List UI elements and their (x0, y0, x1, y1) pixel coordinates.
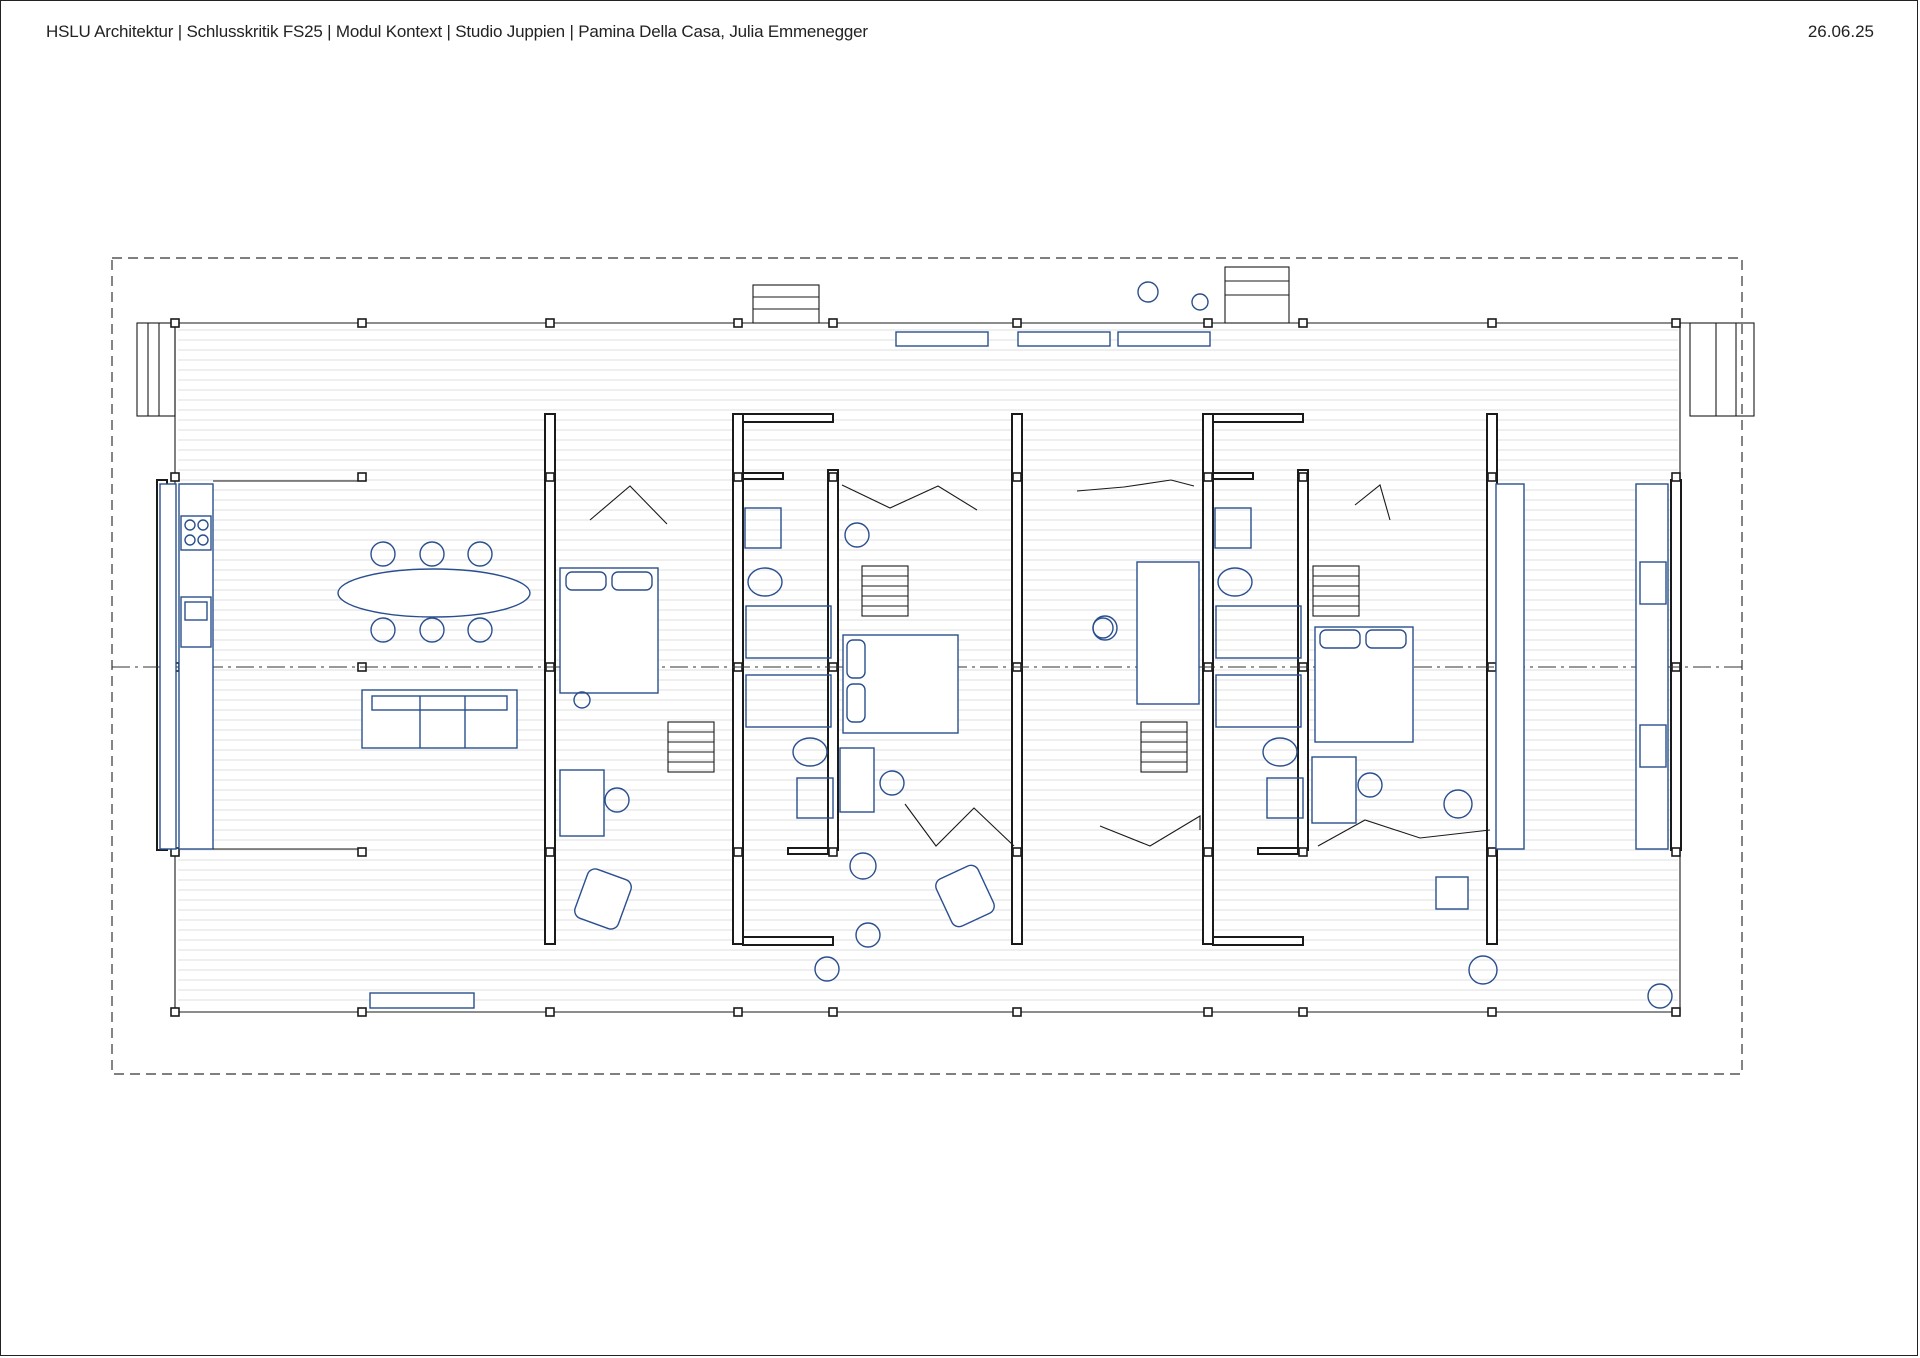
column (357, 1007, 367, 1017)
column (1298, 472, 1308, 482)
planter-1 (895, 331, 989, 347)
column (733, 1007, 743, 1017)
column (357, 472, 367, 482)
stair-3 (1140, 721, 1188, 773)
column (1203, 847, 1213, 857)
column (1012, 1007, 1022, 1017)
column (357, 318, 367, 328)
column (1203, 1007, 1213, 1017)
side-table (1435, 876, 1469, 910)
column (1203, 472, 1213, 482)
dining-table (337, 541, 531, 643)
bed-2 (842, 634, 959, 734)
column (1012, 472, 1022, 482)
column (357, 847, 367, 857)
column (1298, 847, 1308, 857)
desk-2 (839, 747, 905, 813)
column (828, 318, 838, 328)
column (170, 318, 180, 328)
bed-1 (559, 567, 659, 694)
column (1671, 472, 1681, 482)
west-entry-steps (136, 322, 176, 417)
column (1671, 847, 1681, 857)
column (1012, 847, 1022, 857)
column (733, 318, 743, 328)
column (733, 472, 743, 482)
stair-4 (1312, 565, 1360, 617)
north-entry-steps-right (1224, 266, 1290, 324)
stair-1 (667, 721, 715, 773)
sheet-title: HSLU Architektur | Schlusskritik FS25 | … (46, 22, 868, 41)
column (170, 1007, 180, 1017)
east-shelving (1495, 483, 1669, 850)
north-entry-steps-left (752, 284, 820, 324)
bathroom-2 (1214, 507, 1304, 819)
column (828, 472, 838, 482)
column (733, 847, 743, 857)
column (1298, 1007, 1308, 1017)
column (1487, 1007, 1497, 1017)
column (1671, 1007, 1681, 1017)
desk-4 (1311, 756, 1383, 824)
site-boundary (111, 257, 1743, 1075)
kitchen (159, 483, 214, 850)
column (828, 847, 838, 857)
desk-3 (1092, 561, 1200, 705)
column (545, 1007, 555, 1017)
column (545, 847, 555, 857)
column (1203, 318, 1213, 328)
plants (573, 281, 1673, 1009)
column (1671, 318, 1681, 328)
planter-south (369, 992, 475, 1009)
east-entry-steps (1689, 322, 1755, 417)
sheet-date: 26.06.25 (1807, 22, 1874, 41)
column (545, 472, 555, 482)
bed-3 (1314, 626, 1414, 743)
sofa (361, 689, 518, 749)
planter-3 (1117, 331, 1211, 347)
stair-2 (861, 565, 909, 617)
column (1012, 318, 1022, 328)
column (1487, 847, 1497, 857)
column (1487, 472, 1497, 482)
zigzag-partitions (589, 479, 1491, 847)
desk-1 (559, 769, 630, 837)
bathroom-1 (744, 507, 834, 819)
armchair-2 (935, 864, 995, 928)
column (545, 318, 555, 328)
column (828, 1007, 838, 1017)
armchair-1 (574, 868, 632, 930)
column (1487, 318, 1497, 328)
column (170, 472, 180, 482)
planter-2 (1017, 331, 1111, 347)
column (1298, 318, 1308, 328)
